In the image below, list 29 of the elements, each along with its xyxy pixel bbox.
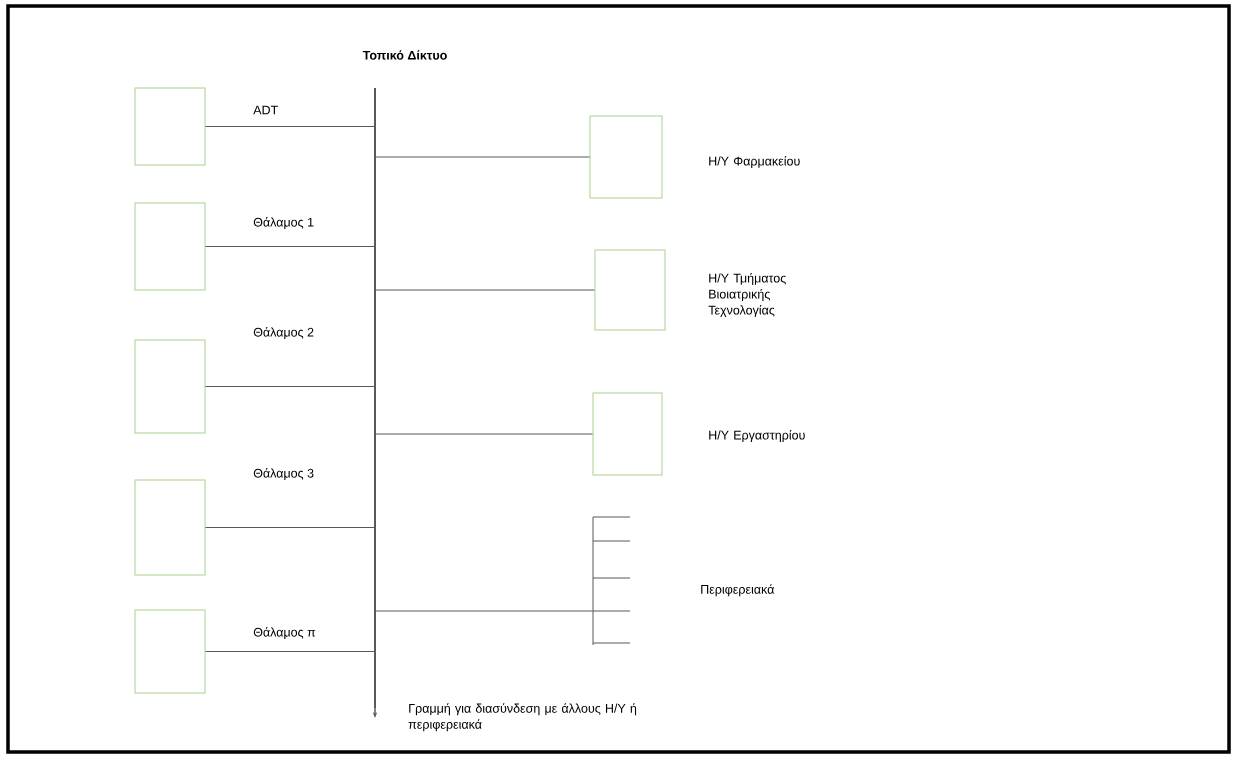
edge-label: Θάλαμος π [252,626,317,640]
note-text: Περιφερειακά [701,584,775,597]
title: Τοπικό Δίκτυο [362,50,447,60]
connector-line [205,651,376,652]
computer-box [134,609,206,694]
edge-label: Θάλαμος 1 [252,216,316,230]
computer-box [134,479,206,576]
edge-label: Θάλαμος 3 [252,467,316,481]
computer-box [134,87,206,166]
computer-box [592,392,663,476]
connector-line [374,289,595,291]
computer-box [134,202,206,291]
device-label: Η/Υ Εργαστηρίου [709,430,805,442]
connector-line [374,610,594,612]
device-label: Η/Υ Φαρμακείου [709,156,800,168]
computer-box [134,339,206,434]
device-label: Η/Υ Τμήματος Βιοιατρικής Τεχνολογίας [708,273,786,317]
computer-box [594,249,666,331]
connector-line [205,246,376,247]
connector-line [205,126,376,127]
peripherals-comb [592,516,631,646]
edge-label: Θάλαμος 2 [252,326,316,340]
connector-line [205,386,376,387]
edge-label: ADT [252,104,280,116]
connector-line [374,156,590,158]
note-text: Γραμμή για διασύνδεση με άλλους Η/Υ ή περιφερειακά [408,703,637,732]
connector-line [205,527,376,528]
connector-line [374,433,593,435]
computer-box [589,115,663,199]
